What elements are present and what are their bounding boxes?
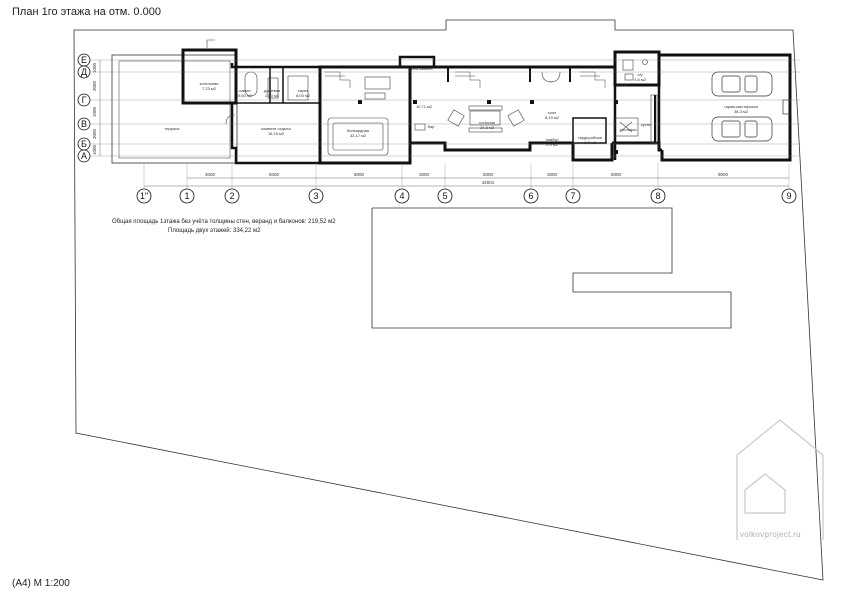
watermark-logo <box>736 419 824 540</box>
dim-text: 6000 <box>611 172 622 177</box>
room-label: котельная <box>200 81 219 86</box>
room-area: 9,60 м2 <box>238 93 253 98</box>
room-area: 2,50 м2 <box>265 93 280 98</box>
dim-text: 3000 <box>205 172 216 177</box>
interior-details <box>206 39 658 156</box>
axis-label: Е <box>81 55 87 65</box>
room-label: зона камина <box>409 66 433 71</box>
axis-label: В <box>81 119 87 129</box>
dim-text: 5000 <box>269 172 280 177</box>
room-label: душевая <box>264 88 280 93</box>
axis-label: А <box>81 151 87 161</box>
axis-markers-v <box>77 53 91 163</box>
dim-text: 5000 <box>483 172 494 177</box>
dim-text: 9000 <box>718 172 729 177</box>
axis-label: 3 <box>313 191 318 201</box>
stairs <box>325 71 606 88</box>
building-walls <box>181 48 792 165</box>
dimension-lines <box>99 60 789 187</box>
area-note-total: Общая площадь 1этажа без учёта толщины с… <box>112 219 336 225</box>
room-area: 24,8 м2 <box>480 125 495 130</box>
room-label: гардеробная <box>578 135 602 140</box>
room-area: 10,71 м2 <box>416 104 433 109</box>
axis-label: 7 <box>570 191 575 201</box>
axis-label: Д <box>81 67 87 77</box>
room-label: столовая <box>620 127 637 132</box>
axis-label: Г <box>82 95 87 105</box>
room-area: 4,6 м2 <box>634 77 646 82</box>
axis-markers-h <box>136 188 797 204</box>
room-label: гараж-мастерская <box>724 104 758 109</box>
axis-label: 1" <box>140 191 148 201</box>
room-area: 2,3 м2 <box>546 142 558 147</box>
axis-label: 6 <box>528 191 533 201</box>
room-area: 8,00 м2 <box>296 93 311 98</box>
dim-v-text: 3000 <box>92 128 97 139</box>
scale-label: (A4) М 1:200 <box>12 578 70 589</box>
dim-v-text: 1000 <box>92 62 97 73</box>
axis-label: 2 <box>229 191 234 201</box>
room-area: 7,23 м2 <box>202 86 217 91</box>
dim-total: 42001 <box>482 180 495 185</box>
columns <box>358 100 618 154</box>
axis-label: 4 <box>399 191 404 201</box>
room-label: кухня <box>641 122 651 127</box>
terrace-outline <box>111 54 238 164</box>
grid-lines <box>90 59 800 192</box>
site-boundary <box>73 19 824 581</box>
axis-label: 1 <box>184 191 189 201</box>
terrace-inner <box>118 60 231 159</box>
dim-text: 3000 <box>419 172 430 177</box>
room-label: холл <box>548 110 557 115</box>
room-label: камин <box>239 88 250 93</box>
room-area: 8,19 м2 <box>545 115 560 120</box>
dim-v-text: 1000 <box>92 106 97 117</box>
area-note-two-floors: Площадь двух этажей: 334,22 м2 <box>168 228 261 234</box>
room-area: 9,7 м2 <box>584 140 596 145</box>
dim-text: 6000 <box>354 172 365 177</box>
room-label: терраса <box>165 126 181 131</box>
room-label: тамбур <box>545 137 559 142</box>
room-label: сауна <box>298 88 309 93</box>
watermark-text: volkovproject.ru <box>740 530 801 539</box>
axis-label: 5 <box>442 191 447 201</box>
room-label: бар <box>428 124 435 129</box>
dim-text: 3000 <box>547 172 558 177</box>
room-label: гостиная <box>479 120 495 125</box>
room-area: 11,6 м2 <box>615 82 629 87</box>
dim-v-text: 1000 <box>92 144 97 155</box>
room-area: 38,3 м2 <box>734 109 749 114</box>
axis-label: 8 <box>655 191 660 201</box>
axis-label: 9 <box>786 191 791 201</box>
room-area: 33,17 м2 <box>350 133 367 138</box>
room-label: комната отдыха <box>261 126 291 131</box>
car-icons <box>711 71 792 142</box>
room-area: 16,16 м2 <box>268 131 285 136</box>
axis-label: Б <box>81 139 87 149</box>
page-title: План 1го этажа на отм. 0.000 <box>12 6 161 18</box>
dim-v-text: 3000 <box>92 80 97 91</box>
lower-outline <box>371 207 732 329</box>
room-label: бильярдная <box>347 128 369 133</box>
room-label: с/у <box>637 72 642 77</box>
